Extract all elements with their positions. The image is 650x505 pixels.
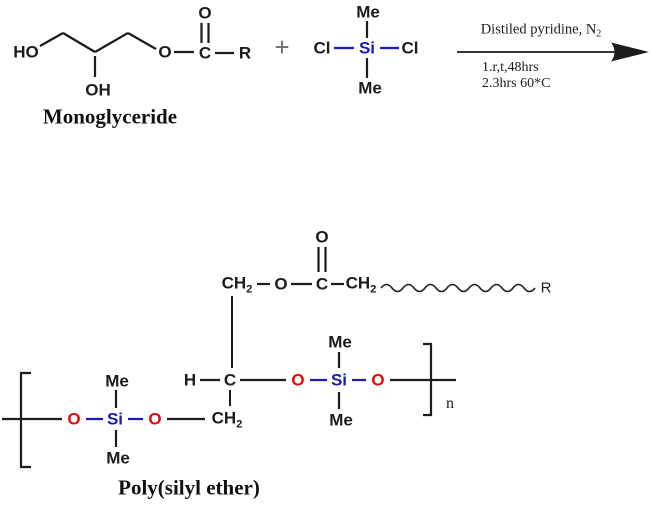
plus-sign: + xyxy=(274,32,290,62)
bond-apex2-estero xyxy=(127,32,157,50)
backbone-h: H xyxy=(183,370,197,390)
backbone-o-right: O xyxy=(371,370,385,390)
product-ch2-right: CH2 xyxy=(345,273,377,296)
arrow-condition-2: 2.3hrs 60*C xyxy=(482,76,551,91)
arrow-reagent-text: Distiled pyridine, N2 xyxy=(480,21,602,40)
bond-apex1-center xyxy=(62,32,96,53)
atom-carbonyl-o: O xyxy=(198,3,212,23)
monoglyceride-label: Monoglyceride xyxy=(42,104,178,129)
atom-me-bottom: Me xyxy=(358,78,382,98)
atom-carbonyl-c: C xyxy=(198,43,212,63)
bond-center-apex2 xyxy=(94,32,129,53)
bottom-me-bottom: Me xyxy=(106,448,130,468)
atom-si: Si xyxy=(358,38,376,58)
backbone-me-bottom: Me xyxy=(329,410,353,430)
product-carbonyl-o: O xyxy=(315,227,329,247)
product-ester-o: O xyxy=(274,274,288,294)
backbone-c: C xyxy=(223,370,237,390)
bottom-o-left: O xyxy=(67,409,81,429)
atom-ho: HO xyxy=(13,42,39,62)
bottom-ch2: CH2 xyxy=(211,408,243,431)
product-ch2-left: CH2 xyxy=(221,273,253,296)
bottom-si: Si xyxy=(106,409,124,429)
atom-me-top: Me xyxy=(356,2,380,22)
atom-cl-right: Cl xyxy=(401,38,419,58)
bond-ho-apex1 xyxy=(39,32,64,47)
bracket-left xyxy=(19,371,31,469)
bottom-me-top: Me xyxy=(105,371,129,391)
repeat-index-n: n xyxy=(446,395,454,412)
backbone-me-top: Me xyxy=(328,332,352,352)
bottom-o-right: O xyxy=(148,409,162,429)
atom-r-group: R xyxy=(238,43,252,63)
atom-oh: OH xyxy=(85,80,111,100)
atom-ester-o: O xyxy=(158,42,172,62)
reaction-arrow-head xyxy=(611,42,649,62)
wavy-bond-to-r xyxy=(380,283,536,293)
product-carbonyl-c: C xyxy=(315,274,329,294)
backbone-o-left: O xyxy=(291,370,305,390)
backbone-si: Si xyxy=(330,370,348,390)
arrow-condition-1: 1.r,t,48hrs xyxy=(482,60,539,75)
product-label: Poly(silyl ether) xyxy=(118,475,260,500)
reagent-subscript: 2 xyxy=(596,28,602,40)
product-r-group: R xyxy=(540,279,552,297)
atom-cl-left: Cl xyxy=(313,38,331,58)
bracket-right xyxy=(423,342,433,417)
